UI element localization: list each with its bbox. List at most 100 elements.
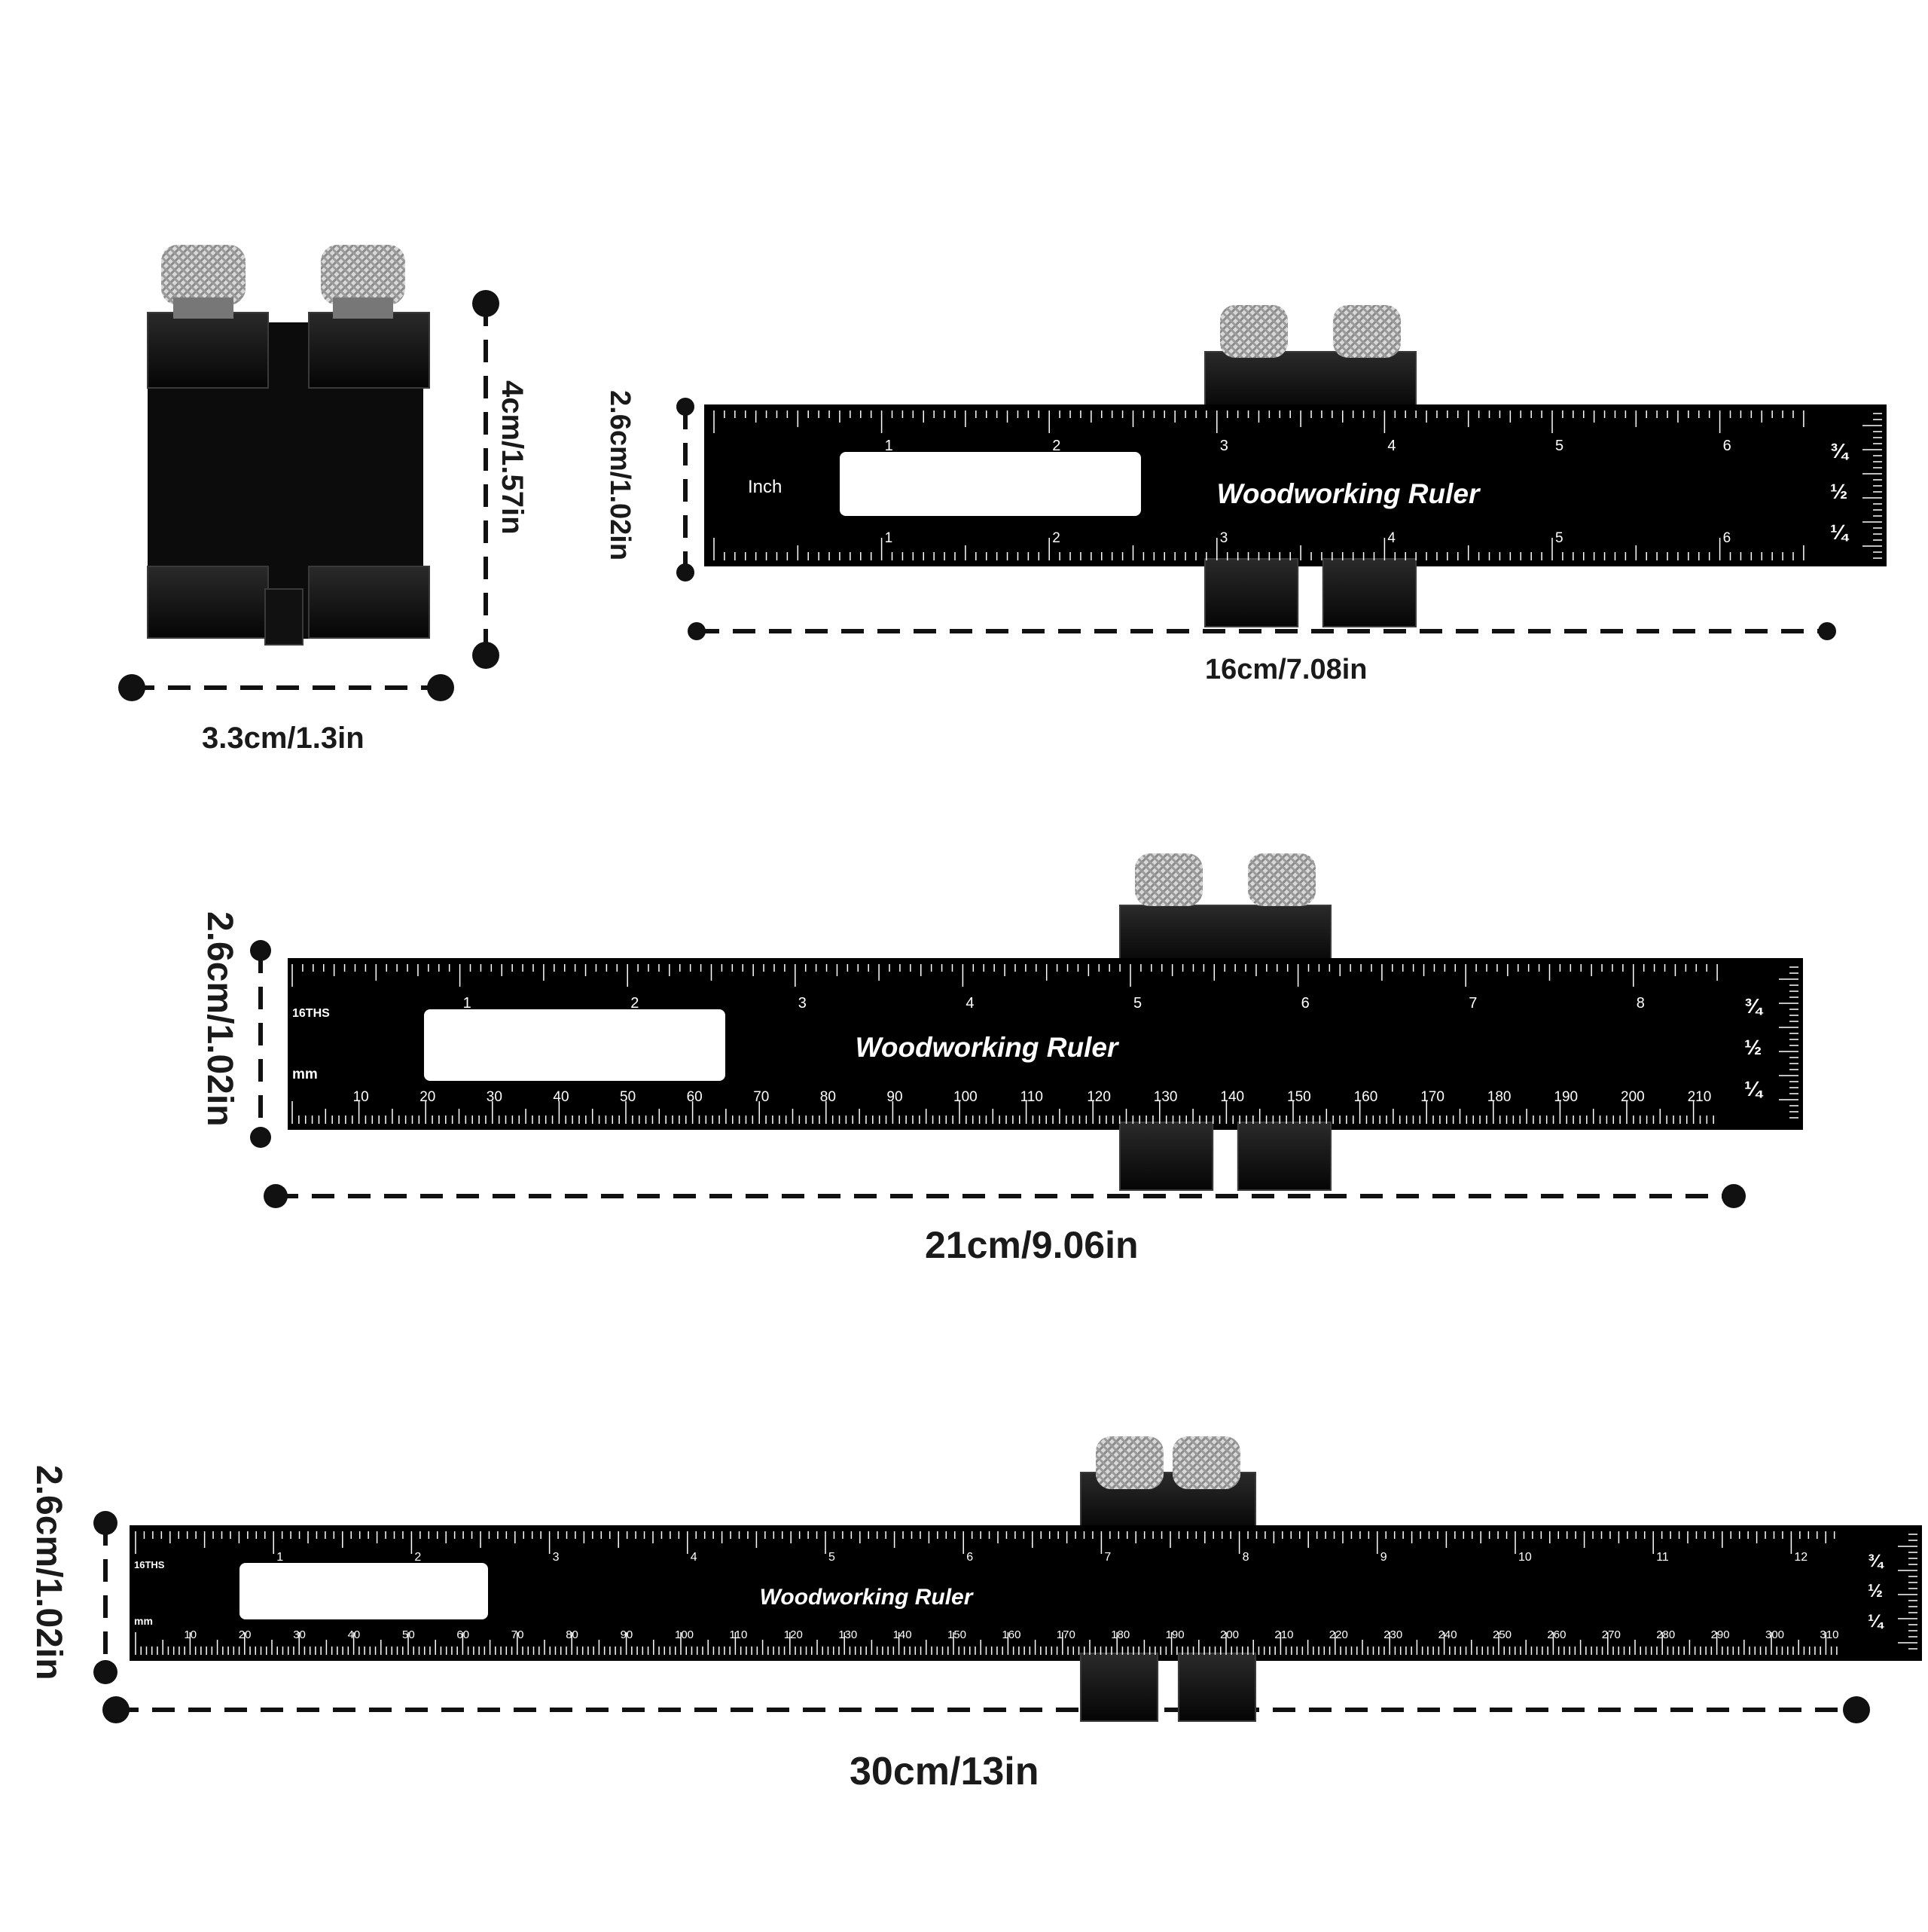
r30-bottom-num: 180 xyxy=(1111,1628,1130,1641)
slider-height-label: 4cm/1.57in xyxy=(496,380,529,535)
r30-bottom-num: 120 xyxy=(784,1628,803,1641)
r30-bottom-num: 20 xyxy=(239,1628,252,1641)
r21-height-label: 2.6cm/1.02in xyxy=(200,911,239,1127)
r21-slider-bottom-left xyxy=(1119,1122,1214,1191)
r21-fraction: ½ xyxy=(1744,1036,1762,1059)
r30-slider-bottom-left xyxy=(1080,1653,1159,1722)
r16-top-num: 6 xyxy=(1723,438,1731,454)
r30-bottom-num: 250 xyxy=(1493,1628,1512,1641)
slider-block xyxy=(147,245,430,646)
r30-top-num: 10 xyxy=(1518,1551,1532,1564)
r16-top-num: 2 xyxy=(1052,438,1060,454)
r21-bottom-num: 180 xyxy=(1487,1089,1512,1105)
r21-bottom-unit: mm xyxy=(292,1067,318,1082)
slider-width-label: 3.3cm/1.3in xyxy=(202,722,365,755)
r30-bottom-num: 290 xyxy=(1711,1628,1730,1641)
r30-bottom-num: 160 xyxy=(1002,1628,1020,1641)
r30-length-label: 30cm/13in xyxy=(850,1750,1039,1793)
r16-height-label: 2.6cm/1.02in xyxy=(604,390,636,561)
r21-window xyxy=(424,1009,725,1081)
r16-fraction: ¼ xyxy=(1830,520,1850,544)
r21-bottom-num: 140 xyxy=(1220,1089,1244,1105)
r21-bottom-num: 170 xyxy=(1420,1089,1444,1105)
r30-top-num: 1 xyxy=(276,1551,283,1564)
r30-top-num: 7 xyxy=(1104,1551,1111,1564)
r30-bottom-num: 210 xyxy=(1274,1628,1293,1641)
r21-bottom-num: 100 xyxy=(953,1089,978,1105)
r30-bottom-unit: mm xyxy=(134,1615,153,1627)
r21-fraction: ¼ xyxy=(1744,1077,1764,1100)
r30-top-num: 11 xyxy=(1656,1551,1669,1564)
r21-top-num: 4 xyxy=(966,995,974,1012)
r21-bottom-num: 190 xyxy=(1554,1089,1578,1105)
slider-block-tab xyxy=(264,588,304,646)
r30-top-unit: 16THS xyxy=(134,1559,165,1570)
r16-top-num: 3 xyxy=(1220,438,1228,454)
r30-height-label: 2.6cm/1.02in xyxy=(29,1465,69,1680)
r16-title: Woodworking Ruler xyxy=(1217,478,1481,509)
dimension-lines xyxy=(93,290,1870,1723)
r30-bottom-num: 200 xyxy=(1220,1628,1239,1641)
r21-title: Woodworking Ruler xyxy=(856,1032,1120,1063)
slider-height-dim-end-b xyxy=(472,642,499,669)
r21-slider-top xyxy=(1119,905,1332,966)
r21-bottom-num: 90 xyxy=(886,1089,902,1105)
r30-bottom-num: 240 xyxy=(1438,1628,1457,1641)
r16-slider-top xyxy=(1204,351,1417,413)
r16-length-dim-end-b xyxy=(1818,622,1836,640)
r30-bottom-num: 190 xyxy=(1166,1628,1185,1641)
r21-bottom-num: 30 xyxy=(487,1089,502,1105)
r30-fraction: ¼ xyxy=(1868,1611,1884,1631)
r21-bottom-num: 50 xyxy=(620,1089,636,1105)
slider-knob-right xyxy=(321,245,405,305)
r30-bottom-num: 140 xyxy=(893,1628,912,1641)
r16-top-num: 5 xyxy=(1555,438,1563,454)
r16-bottom-num: 4 xyxy=(1387,530,1396,546)
r21-bottom-num: 40 xyxy=(553,1089,569,1105)
r21-length-dim-end-b xyxy=(1722,1184,1746,1208)
r21-bottom-num: 110 xyxy=(1020,1089,1043,1105)
r16-bottom-num: 2 xyxy=(1052,530,1060,546)
slider-width-dim-end-b xyxy=(427,674,454,701)
r21-bottom-num: 10 xyxy=(353,1089,369,1105)
slider-width-dim-end-a xyxy=(118,674,145,701)
r30-top-num: 2 xyxy=(414,1551,421,1564)
r30-bottom-num: 280 xyxy=(1656,1628,1675,1641)
r30-height-dim-end-b xyxy=(93,1660,117,1684)
r21-bottom-num: 200 xyxy=(1621,1089,1645,1105)
r21-top-num: 7 xyxy=(1469,995,1477,1012)
r30-length-dim-end-a xyxy=(102,1696,130,1723)
r16-height-dim-end-a xyxy=(676,398,694,416)
r30-window xyxy=(239,1563,488,1619)
r21-bottom-num: 70 xyxy=(753,1089,769,1105)
r30-top-num: 9 xyxy=(1380,1551,1387,1564)
r30-knob-right xyxy=(1173,1436,1240,1489)
r21-bottom-num: 130 xyxy=(1154,1089,1178,1105)
r30-bottom-num: 60 xyxy=(456,1628,469,1641)
r21-height-dim xyxy=(250,940,271,1148)
r30-bottom-num: 90 xyxy=(621,1628,633,1641)
r30-length-dim xyxy=(102,1696,1870,1723)
r30-bottom-num: 270 xyxy=(1602,1628,1621,1641)
r21-top-num: 5 xyxy=(1133,995,1142,1012)
r30-top-num: 8 xyxy=(1243,1551,1249,1564)
r30-bottom-num: 230 xyxy=(1383,1628,1402,1641)
r30-bottom-num: 310 xyxy=(1820,1628,1838,1641)
r16-knob-right xyxy=(1333,305,1401,358)
r16-height-dim xyxy=(676,398,694,581)
r21-bottom-num: 150 xyxy=(1287,1089,1311,1105)
r21-top-unit: 16THS xyxy=(292,1007,330,1020)
slider-block-bottom-left-pad xyxy=(147,566,269,639)
r30-height-dim xyxy=(93,1511,117,1684)
r21-top-num: 1 xyxy=(463,995,471,1012)
r21-bottom-num: 160 xyxy=(1354,1089,1378,1105)
r21-knob-right xyxy=(1248,853,1316,906)
r21-height-dim-end-b xyxy=(250,1127,271,1148)
r21-length-label: 21cm/9.06in xyxy=(925,1224,1139,1266)
